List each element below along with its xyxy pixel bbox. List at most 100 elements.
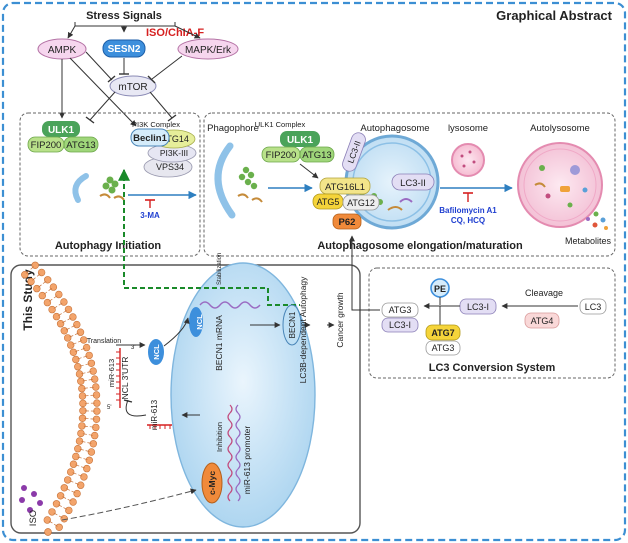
mapk-node: MAPK/Erk xyxy=(177,38,239,60)
pe-node: PE xyxy=(430,278,450,298)
atg7-node: ATG7 xyxy=(425,324,461,341)
atg12-label: ATG12 xyxy=(347,198,375,208)
inhibition-label: Inhibition xyxy=(215,422,224,452)
cell-membrane xyxy=(21,261,101,536)
cargo-cluster-initiation xyxy=(99,176,125,201)
autolysosome-circle xyxy=(517,142,603,228)
this-study-box xyxy=(10,264,361,534)
atg13-label: ATG13 xyxy=(66,140,95,151)
atg16l1-label: ATG16L1 xyxy=(325,182,365,193)
mir613-promoter-label: miR-613 promoter xyxy=(242,426,252,495)
phagophore-label: Phagophore xyxy=(207,123,259,134)
mtor-node: mTOR xyxy=(109,75,157,97)
this-study-title: This Study xyxy=(21,269,35,331)
autolysosome-label: Autolysosome xyxy=(530,123,590,134)
sesn2-label: SESN2 xyxy=(108,44,141,55)
atg5-node: ATG5 xyxy=(312,193,344,210)
lc3ii-a-node: LC3-II xyxy=(342,132,366,172)
ncl-in-nucleus: NCL xyxy=(189,307,204,337)
atg3-a-label: ATG3 xyxy=(389,305,412,315)
pi3k-complex: VPS34 PI3K-III ATG14 Beclin1 xyxy=(130,128,197,178)
becn1-label: BECN1 xyxy=(288,311,297,338)
lc3b-autophagy-label: LC3B-dependent Autophagy xyxy=(298,276,308,384)
fip200-label: FIP200 xyxy=(31,140,62,151)
pi3k3-label: PI3K-III xyxy=(160,148,188,158)
lysosome-circle xyxy=(451,143,485,177)
initiation-box xyxy=(19,112,201,257)
ulk1-label: ULK1 xyxy=(48,125,75,136)
mir613-strand xyxy=(147,424,172,429)
initiation-title: Autophagy Initiation xyxy=(55,240,162,252)
ampk-node: AMPK xyxy=(37,38,87,60)
initiation-phagophore xyxy=(72,173,89,203)
iso-study-label: ISO xyxy=(28,510,39,526)
atg3-b-label: ATG3 xyxy=(432,343,455,353)
beclin1-label: Beclin1 xyxy=(133,133,168,144)
cancer-growth-label: Cancer growth xyxy=(335,292,345,348)
stabilization-label: Stabilization xyxy=(217,253,223,285)
lc3i-a-label: LC3-I xyxy=(389,320,411,330)
lc3i-b-node: LC3-I xyxy=(459,298,497,315)
ncl-cytoplasm: NCL xyxy=(148,339,164,365)
vps34-label: VPS34 xyxy=(156,162,184,172)
lc3ii-b-node: LC3-II xyxy=(391,173,435,191)
lc3-conversion-title: LC3 Conversion System xyxy=(429,362,556,374)
ulk1-e-label: ULK1 xyxy=(287,135,314,146)
nucleus xyxy=(170,262,316,528)
cq-hcq-label: CQ, HCQ xyxy=(451,216,485,225)
becn1-protein: BECN1 xyxy=(282,304,302,346)
atg7-label: ATG7 xyxy=(431,328,454,338)
mapk-label: MAPK/Erk xyxy=(185,45,232,56)
ampk-label: AMPK xyxy=(48,45,77,56)
atg3-b-node: ATG3 xyxy=(425,340,461,356)
atg5-label: ATG5 xyxy=(317,197,340,207)
ulk1-complex-elongation: ULK1 FIP200 ATG13 xyxy=(261,131,335,163)
fip200-e-label: FIP200 xyxy=(266,150,297,161)
p62-label: P62 xyxy=(339,217,356,228)
lc3ii-b-label: LC3-II xyxy=(400,178,426,189)
stress-signals-label: Stress Signals xyxy=(86,10,162,22)
becn1-mrna-label: BECN1 mRNA xyxy=(214,315,224,371)
lc3-conversion-box xyxy=(368,267,616,379)
ncl-b-label: NCL xyxy=(195,314,204,330)
atg4-label: ATG4 xyxy=(531,316,554,326)
cargo-cluster-elongation xyxy=(237,166,263,203)
lysosome-label: lysosome xyxy=(448,123,488,134)
bafilomycin-label: Bafilomycin A1 xyxy=(439,206,497,215)
lc3-node: LC3 xyxy=(579,298,607,315)
atg12-node: ATG12 xyxy=(342,194,380,211)
pi3k-complex-label: PI3K Complex xyxy=(132,120,180,129)
sesn2-node: SESN2 xyxy=(102,39,146,58)
cleavage-label: Cleavage xyxy=(525,288,563,298)
atg16l1-node: ATG16L1 xyxy=(319,177,371,195)
ncl-utr-strand xyxy=(116,348,121,408)
ulk1-complex-label: ULK1 Complex xyxy=(255,120,306,129)
pe-label: PE xyxy=(434,284,446,294)
cmyc-label: c-Myc xyxy=(207,471,217,495)
mir613-b-label: miR-613 xyxy=(150,399,159,430)
lc3i-a-node: LC3-I xyxy=(381,317,419,333)
metabolites-label: Metabolites xyxy=(565,236,612,246)
autophagosome-label: Autophagosome xyxy=(360,123,429,134)
utr-3-label: 3' xyxy=(131,345,135,351)
atg14-label: ATG14 xyxy=(161,134,189,144)
atg4-node: ATG4 xyxy=(524,312,560,329)
iso-molecules xyxy=(19,485,43,513)
atg3-a-node: ATG3 xyxy=(381,302,419,318)
graphical-abstract-title: Graphical Abstract xyxy=(496,8,613,23)
autolysosome-contents xyxy=(534,165,588,208)
lc3i-b-label: LC3-I xyxy=(467,302,489,312)
iso-chia-label: ISO/ChIA-F xyxy=(146,27,204,39)
mtor-label: mTOR xyxy=(118,82,147,93)
elongation-title: Autophagosome elongation/maturation xyxy=(317,240,523,252)
atg13-e-label: ATG13 xyxy=(302,150,331,161)
mir613-a-label: miR-613 xyxy=(107,359,116,387)
ncl-3utr-label: NCL 3'UTR xyxy=(120,357,130,400)
elongation-box xyxy=(203,112,616,257)
cmyc-protein: c-Myc xyxy=(201,462,223,504)
inhibitor-3ma: 3-MA xyxy=(140,211,160,220)
lc3-label: LC3 xyxy=(585,302,602,312)
